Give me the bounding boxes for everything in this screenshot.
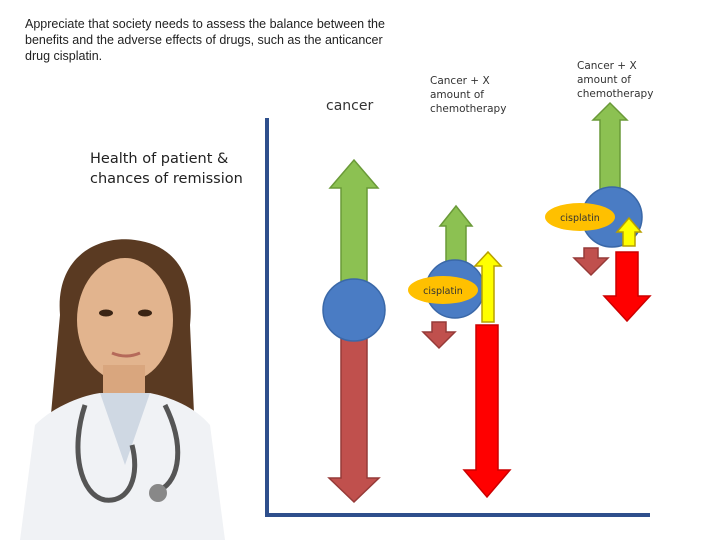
health-arrow [438,204,474,263]
drug-benefit-arrow [473,250,503,323]
side-effect-arrow [462,324,512,499]
drug-benefit-arrow [615,216,643,247]
cancer-arrow [327,329,381,504]
y-axis-label: Health of patient & chances of remission [90,151,243,187]
column-chemo-2: cisplatin [545,101,652,323]
health-arrow [328,158,380,284]
health-arrow [591,101,629,201]
column-label-chemo-1: Cancer + X amount of chemotherapy [430,75,507,115]
drug-label: cisplatin [560,213,600,224]
doctor-photo [0,235,262,540]
drug-badge [408,276,478,304]
column-label-chemo-2: Cancer + X amount of chemotherapy [577,60,654,100]
patient-circle [322,278,386,342]
column-label-cancer: cancer [326,98,374,114]
intro-text: Appreciate that society needs to assess … [25,17,385,63]
drug-label: cisplatin [423,286,463,297]
column-cancer [322,158,386,504]
cancer-arrow [572,247,610,277]
column-chemo-1: cisplatin [408,204,512,499]
side-effect-arrow [602,251,652,323]
cancer-arrow [421,321,457,350]
drug-badge [545,203,615,231]
